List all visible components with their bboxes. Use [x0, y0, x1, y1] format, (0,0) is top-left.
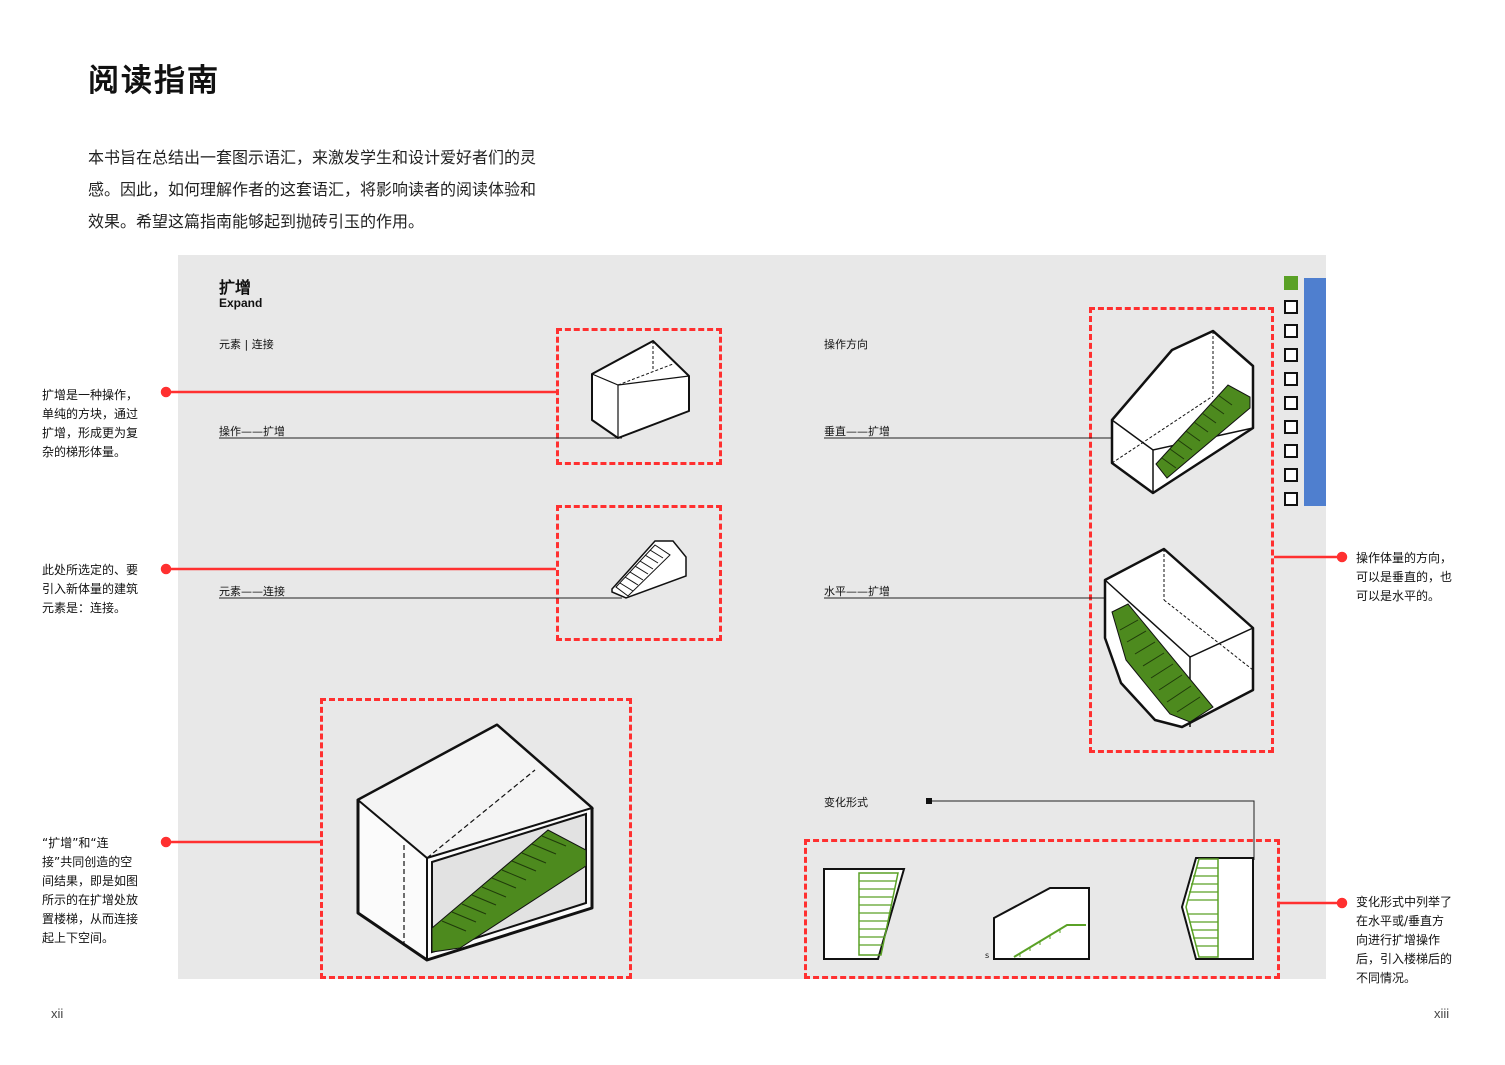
stair-element-icon	[611, 540, 687, 599]
leader-dot-4	[1336, 551, 1348, 563]
note-left-2: 此处所选定的、要 引入新体量的建筑 元素是：连接。	[42, 561, 138, 618]
note-line: 此处所选定的、要	[42, 563, 139, 577]
note-line: 引入新体量的建筑	[42, 582, 139, 596]
variation-3-icon	[1180, 857, 1254, 960]
leader-dot-2	[160, 563, 172, 575]
note-left-1: 扩增是一种操作， 单纯的方块，通过 扩增，形成更为复 杂的梯形体量。	[42, 386, 138, 462]
note-right-1: 操作体量的方向， 可以是垂直的，也 可以是水平的。	[1356, 549, 1452, 606]
variation-1-icon	[823, 868, 906, 960]
chapter-index-square[interactable]	[1284, 468, 1298, 482]
label-variation: 变化形式	[824, 796, 868, 809]
note-line: 单纯的方块，通过	[42, 407, 139, 421]
combined-stair-treads	[441, 835, 567, 932]
note-line: 在水平或/垂直方	[1356, 914, 1445, 928]
frame-combined-result	[320, 698, 632, 979]
note-right-2: 变化形式中列举了 在水平或/垂直方 向进行扩增操作 后，引入楼梯后的 不同情况。	[1356, 893, 1452, 988]
leader-dot-3	[160, 836, 172, 848]
note-line: 可以是垂直的，也	[1356, 570, 1453, 584]
note-line: 不同情况。	[1356, 971, 1417, 985]
note-line: 扩增，形成更为复	[42, 426, 139, 440]
label-operation-expand: 操作——扩增	[219, 425, 285, 438]
page-number-left: xii	[51, 1006, 64, 1021]
note-line: 变化形式中列举了	[1356, 895, 1453, 909]
chapter-index-square[interactable]	[1284, 348, 1298, 362]
chapter-index-square[interactable]	[1284, 372, 1298, 386]
section-subtitle: Expand	[219, 296, 263, 310]
leader-dot-1	[160, 386, 172, 398]
page-number-right: xiii	[1434, 1006, 1450, 1021]
combined-result-icon	[356, 723, 595, 962]
intro-line-1: 本书旨在总结出一套图示语汇，来激发学生和设计爱好者们的灵	[88, 148, 537, 167]
note-line: 扩增是一种操作，	[42, 388, 139, 402]
leader-dot-5	[1336, 897, 1348, 909]
variation-2-icon	[993, 887, 1090, 960]
note-line: 操作体量的方向，	[1356, 551, 1453, 565]
note-line: 元素是：连接。	[42, 601, 127, 615]
chapter-index-square[interactable]	[1284, 300, 1298, 314]
chapter-index-square[interactable]	[1284, 420, 1298, 434]
note-line: 杂的梯形体量。	[42, 445, 127, 459]
note-line: “扩增”和“连	[42, 836, 109, 850]
frame-variations	[804, 839, 1280, 979]
section-title: 扩增	[219, 278, 252, 297]
expand-block-icon	[591, 340, 690, 439]
label-element-connect: 元素 | 连接	[219, 338, 274, 351]
variation-leader	[930, 800, 1255, 860]
chapter-index-square[interactable]	[1284, 324, 1298, 338]
note-line: 向进行扩增操作	[1356, 933, 1441, 947]
note-line: 后，引入楼梯后的	[1356, 952, 1453, 966]
chapter-index-square[interactable]	[1284, 444, 1298, 458]
chapter-index-bar[interactable]	[1304, 278, 1326, 506]
horizontal-expand-icon	[1103, 547, 1255, 729]
note-line: 所示的在扩增处放	[42, 893, 139, 907]
intro-line-2: 感。因此，如何理解作者的这套语汇，将影响读者的阅读体验和	[88, 180, 537, 199]
frame-direction	[1089, 307, 1274, 753]
note-left-3: “扩增”和“连 接”共同创造的空 间结果，即是如图 所示的在扩增处放 置楼梯，从…	[42, 834, 138, 948]
note-line: 接”共同创造的空	[42, 855, 133, 869]
note-line: 间结果，即是如图	[42, 874, 139, 888]
frame-stair-element	[556, 505, 722, 641]
note-line: 可以是水平的。	[1356, 589, 1441, 603]
label-operation-direction: 操作方向	[824, 338, 868, 351]
note-line: 置楼梯，从而连接	[42, 912, 139, 926]
vertical-expand-icon	[1110, 329, 1255, 495]
chapter-index-square[interactable]	[1284, 492, 1298, 506]
variation-leader-dot	[926, 798, 932, 804]
intro-line-3: 效果。希望这篇指南能够起到抛砖引玉的作用。	[88, 212, 425, 231]
chapter-index-square[interactable]	[1284, 396, 1298, 410]
page-title: 阅读指南	[88, 63, 220, 99]
frame-expand-box	[556, 328, 722, 465]
label-vertical-expand: 垂直——扩增	[824, 425, 890, 438]
label-element-link: 元素——连接	[219, 585, 285, 598]
chapter-index-square[interactable]	[1284, 276, 1298, 290]
note-line: 起上下空间。	[42, 931, 115, 945]
label-small-s: s	[985, 951, 990, 960]
label-horizontal-expand: 水平——扩增	[824, 585, 890, 598]
